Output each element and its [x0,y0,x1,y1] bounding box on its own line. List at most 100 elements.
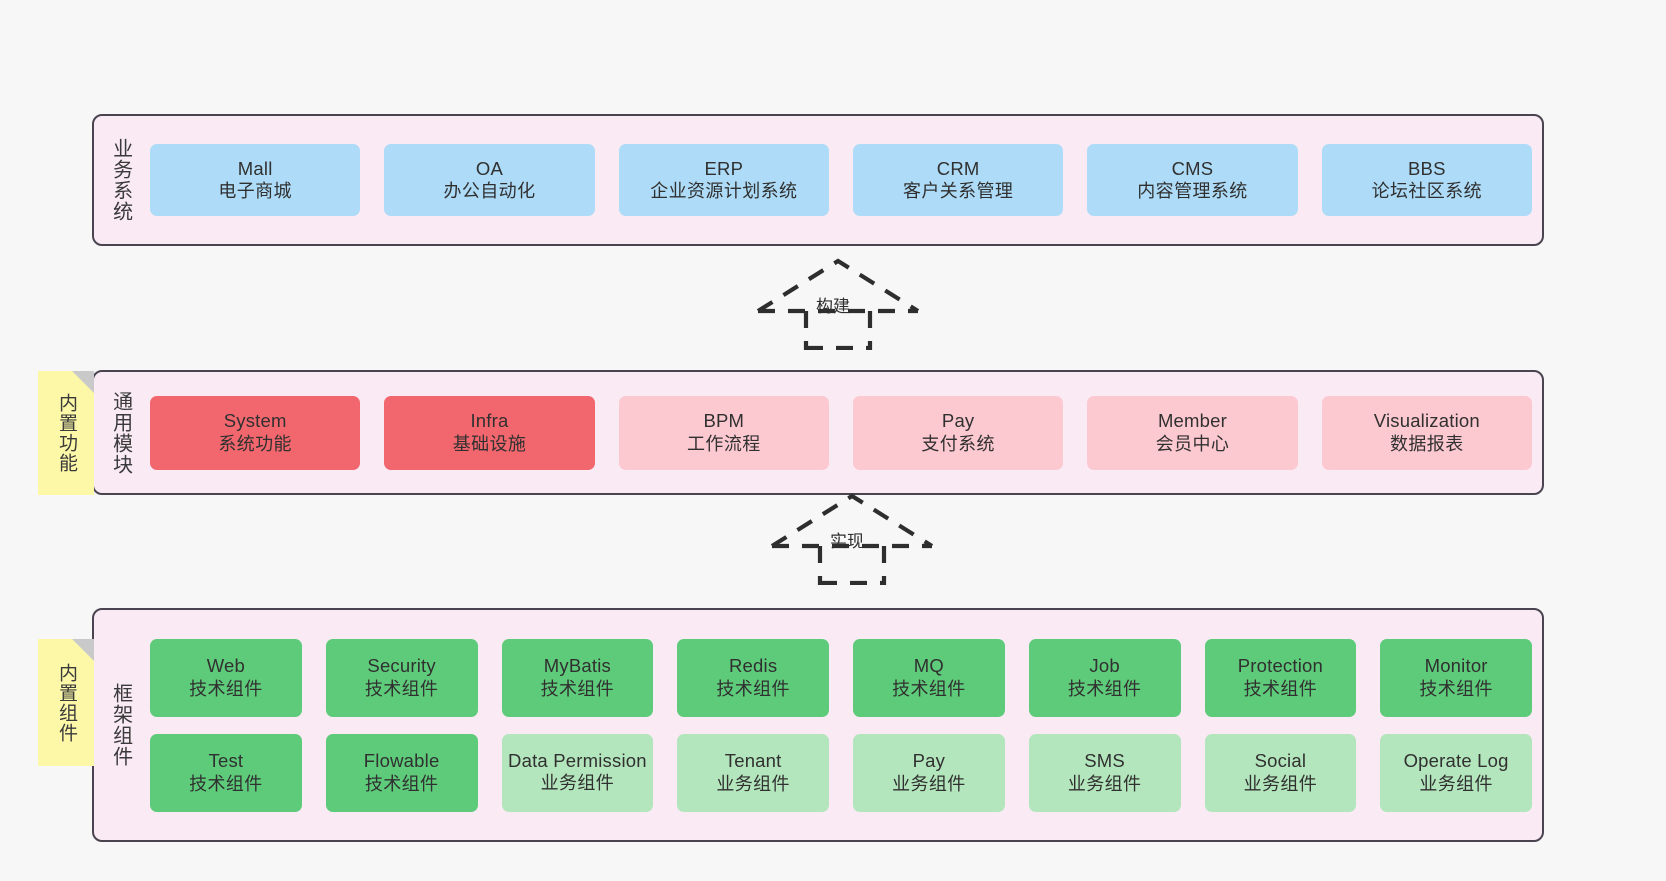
cell-job[interactable]: Job 技术组件 [1028,638,1181,717]
cell-title: System [223,410,287,432]
cell-title: BBS [1407,157,1446,179]
cell-security[interactable]: Security 技术组件 [325,638,478,717]
cell-title: Infra [470,410,509,432]
cell-subtitle: 内容管理系统 [1137,181,1248,202]
cell-subtitle: 技术组件 [364,773,439,794]
note-builtin-components: 内置组件 [38,639,94,766]
layer-title-common-modules: 通用模块 [109,390,132,475]
arrow-implement-label: 实现 [830,532,864,551]
cell-flowable[interactable]: Flowable 技术组件 [325,733,478,812]
cell-mybatis[interactable]: MyBatis 技术组件 [501,638,654,717]
cell-subtitle: 企业资源计划系统 [650,181,798,202]
cell-title: Redis [728,655,778,677]
cell-title: Web [206,655,246,677]
cell-oa[interactable]: OA 办公自动化 [384,144,595,216]
cell-pay-component[interactable]: Pay 业务组件 [853,733,1005,812]
cell-title: OA [475,157,504,179]
cell-bpm[interactable]: BPM 工作流程 [618,395,829,470]
cell-subtitle: 业务组件 [1067,773,1142,794]
cell-subtitle: 会员中心 [1155,433,1230,454]
cell-subtitle: 技术组件 [540,678,615,699]
cell-title: Mall [237,157,273,179]
cell-monitor[interactable]: Monitor 技术组件 [1380,638,1532,717]
arrow-implement: 实现 [762,490,942,586]
layer-title-business-systems: 业务系统 [109,138,132,222]
cell-title: MyBatis [543,655,611,677]
cell-test[interactable]: Test 技术组件 [150,733,302,812]
cell-subtitle: 技术组件 [1419,678,1493,699]
cell-subtitle: 技术组件 [1243,678,1318,699]
cell-title: Operate Log [1403,750,1509,772]
cell-sms[interactable]: SMS 业务组件 [1028,733,1181,812]
cell-subtitle: 工作流程 [687,433,761,454]
note-builtin-functions: 内置功能 [38,371,94,495]
framework-business-row: Test 技术组件 Flowable 技术组件 Data Permission … [146,733,1532,812]
cell-subtitle: 技术组件 [189,773,263,794]
dashed-generalization-arrow-icon [770,493,934,586]
cell-erp[interactable]: ERP 企业资源计划系统 [618,144,829,216]
cell-tenant[interactable]: Tenant 业务组件 [677,733,829,812]
cell-subtitle: 系统功能 [218,433,292,454]
cell-mall[interactable]: Mall 电子商城 [150,144,361,216]
cell-redis[interactable]: Redis 技术组件 [677,638,829,717]
cell-bbs[interactable]: BBS 论坛社区系统 [1321,144,1532,216]
note-fold-corner-icon [72,639,94,661]
cell-subtitle: 业务组件 [540,773,615,794]
layer-title-framework-components: 框架组件 [109,683,132,767]
cell-data-permission[interactable]: Data Permission 业务组件 [501,733,654,812]
cell-title: Flowable [363,750,440,772]
cell-subtitle: 技术组件 [364,678,439,699]
cell-title: BPM [703,410,745,432]
common-modules-row: System 系统功能 Infra 基础设施 BPM 工作流程 Pay 支付系统… [146,395,1532,470]
cell-title: CRM [936,157,980,179]
cell-subtitle: 客户关系管理 [902,181,1014,202]
cell-mq[interactable]: MQ 技术组件 [853,638,1005,717]
cell-operate-log[interactable]: Operate Log 业务组件 [1380,733,1532,812]
layer-business-systems: 业务系统 Mall 电子商城 OA 办公自动化 ERP 企业资源计划系统 CRM [92,114,1544,246]
note-fold-corner-icon [72,371,94,393]
business-systems-row: Mall 电子商城 OA 办公自动化 ERP 企业资源计划系统 CRM 客户关系… [146,144,1532,216]
cell-crm[interactable]: CRM 客户关系管理 [852,144,1064,216]
cell-protection[interactable]: Protection 技术组件 [1204,638,1357,717]
layer-body-business-systems: Mall 电子商城 OA 办公自动化 ERP 企业资源计划系统 CRM 客户关系… [146,116,1542,244]
cell-title: Pay [912,750,946,772]
cell-member[interactable]: Member 会员中心 [1087,395,1298,470]
cell-subtitle: 业务组件 [716,773,790,794]
cell-visualization[interactable]: Visualization 数据报表 [1321,395,1532,470]
note-label: 内置组件 [56,662,78,743]
cell-title: Security [367,655,436,677]
cell-cms[interactable]: CMS 内容管理系统 [1087,144,1298,216]
cell-pay-module[interactable]: Pay 支付系统 [852,395,1064,470]
arrow-build-label: 构建 [816,297,850,316]
framework-tech-row: Web 技术组件 Security 技术组件 MyBatis 技术组件 Redi… [146,638,1532,717]
cell-title: ERP [704,157,744,179]
cell-title: Social [1254,750,1307,772]
cell-title: Test [208,750,244,772]
cell-subtitle: 办公自动化 [443,181,536,202]
cell-infra[interactable]: Infra 基础设施 [384,395,595,470]
dashed-generalization-arrow-icon [756,258,920,351]
cell-subtitle: 业务组件 [1243,773,1318,794]
cell-title: SMS [1084,750,1125,772]
cell-title: Job [1089,655,1120,677]
layer-body-common-modules: System 系统功能 Infra 基础设施 BPM 工作流程 Pay 支付系统… [146,372,1542,493]
cell-subtitle: 业务组件 [892,773,966,794]
arrow-build: 构建 [748,255,928,351]
cell-title: Visualization [1373,410,1480,432]
cell-subtitle: 电子商城 [218,181,292,202]
layer-framework-components: 框架组件 Web 技术组件 Security 技术组件 MyBatis 技术组件… [92,608,1544,842]
cell-subtitle: 基础设施 [452,433,527,454]
cell-title: Pay [941,410,975,432]
cell-social[interactable]: Social 业务组件 [1204,733,1357,812]
cell-title: Data Permission [508,749,647,771]
cell-title: Tenant [724,750,782,772]
cell-subtitle: 数据报表 [1390,433,1464,454]
cell-web[interactable]: Web 技术组件 [150,638,302,717]
cell-system[interactable]: System 系统功能 [150,395,361,470]
cell-subtitle: 论坛社区系统 [1371,181,1482,202]
cell-subtitle: 业务组件 [1419,773,1493,794]
cell-subtitle: 技术组件 [1067,678,1142,699]
layer-common-modules: 通用模块 System 系统功能 Infra 基础设施 BPM 工作流程 Pay [92,370,1544,495]
cell-title: Monitor [1424,655,1488,677]
